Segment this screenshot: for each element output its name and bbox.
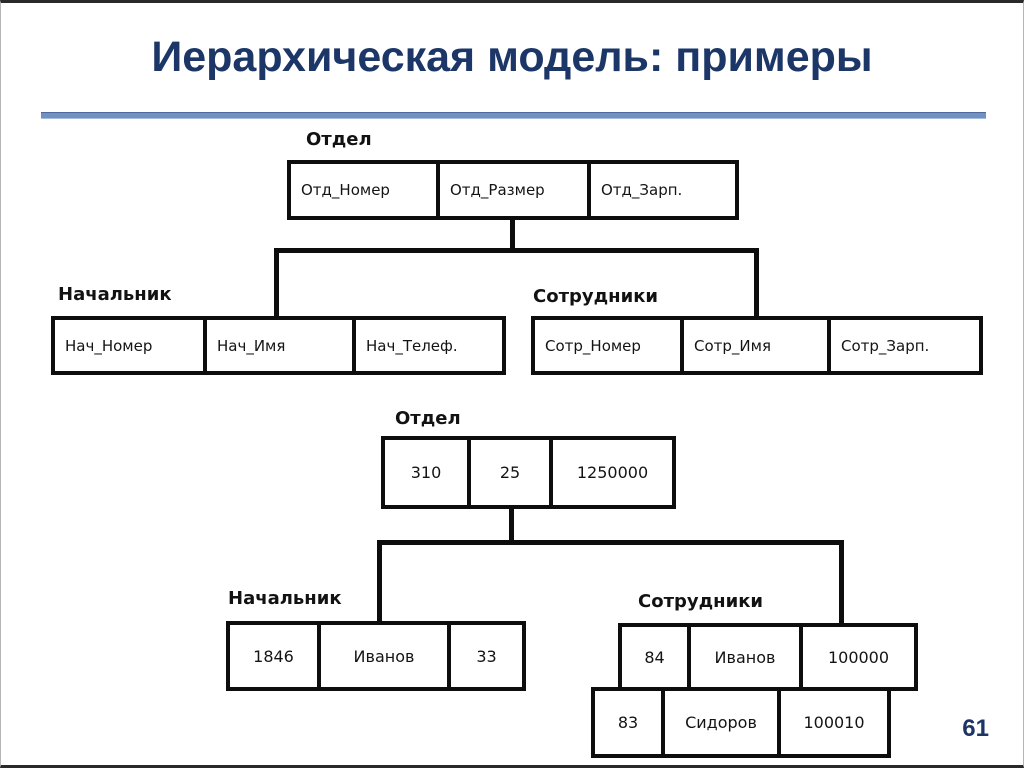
schema-employees-label: Сотрудники bbox=[533, 286, 659, 307]
instance-parent-table: 310 25 1250000 bbox=[381, 436, 676, 509]
schema-parent-cell: Отд_Номер bbox=[291, 164, 440, 216]
instance-connector-crossbar bbox=[377, 540, 844, 545]
instance-parent-cell: 310 bbox=[385, 440, 471, 505]
instance-employees-cell: Иванов bbox=[691, 627, 803, 687]
instance-manager-cell: 33 bbox=[476, 646, 497, 666]
schema-connector-crossbar bbox=[274, 248, 759, 253]
instance-employees-cell: 84 bbox=[622, 627, 691, 687]
schema-connector-left-drop bbox=[274, 248, 279, 318]
schema-connector-right-drop bbox=[754, 248, 759, 318]
instance-employees-cell: 100010 bbox=[803, 713, 865, 732]
instance-parent-label: Отдел bbox=[395, 408, 461, 429]
schema-parent-cell: Отд_Размер bbox=[440, 164, 591, 216]
schema-manager-cell: Нач_Имя bbox=[207, 320, 356, 371]
instance-parent-cell: 1250000 bbox=[576, 463, 649, 482]
schema-employees-cell: Сотр_Номер bbox=[535, 320, 684, 371]
schema-manager-cell: Нач_Телеф. bbox=[366, 336, 458, 355]
schema-connector-stem bbox=[510, 218, 515, 251]
schema-employees-cell: Сотр_Имя bbox=[684, 320, 831, 371]
instance-employees-cell: 83 bbox=[595, 691, 665, 754]
instance-connector-left-drop bbox=[377, 540, 382, 623]
schema-parent-label: Отдел bbox=[306, 129, 372, 150]
instance-employees-cell: 100000 bbox=[827, 647, 890, 667]
instance-manager-cell: Иванов bbox=[321, 625, 451, 687]
instance-employees-row: 83 Сидоров 100010 bbox=[591, 687, 891, 758]
schema-parent-cell: Отд_Зарп. bbox=[601, 181, 683, 199]
slide-title: Иерархическая модель: примеры bbox=[151, 33, 873, 81]
instance-employees-cell: Сидоров bbox=[665, 691, 781, 754]
schema-manager-table: Нач_Номер Нач_Имя Нач_Телеф. bbox=[51, 316, 506, 375]
title-divider-rule bbox=[41, 112, 986, 119]
instance-manager-table: 1846 Иванов 33 bbox=[226, 621, 526, 691]
schema-manager-cell: Нач_Номер bbox=[55, 320, 207, 371]
instance-employees-row: 84 Иванов 100000 bbox=[618, 623, 918, 691]
page-number: 61 bbox=[962, 715, 989, 742]
instance-parent-cell: 25 bbox=[471, 440, 553, 505]
schema-manager-label: Начальник bbox=[58, 284, 172, 305]
schema-employees-cell: Сотр_Зарп. bbox=[841, 336, 930, 355]
instance-employees-label: Сотрудники bbox=[638, 591, 764, 612]
schema-employees-table: Сотр_Номер Сотр_Имя Сотр_Зарп. bbox=[531, 316, 983, 375]
instance-manager-label: Начальник bbox=[228, 588, 342, 609]
schema-parent-table: Отд_Номер Отд_Размер Отд_Зарп. bbox=[287, 160, 739, 220]
instance-connector-stem bbox=[509, 507, 514, 543]
instance-manager-cell: 1846 bbox=[230, 625, 321, 687]
instance-connector-right-drop bbox=[839, 540, 844, 625]
